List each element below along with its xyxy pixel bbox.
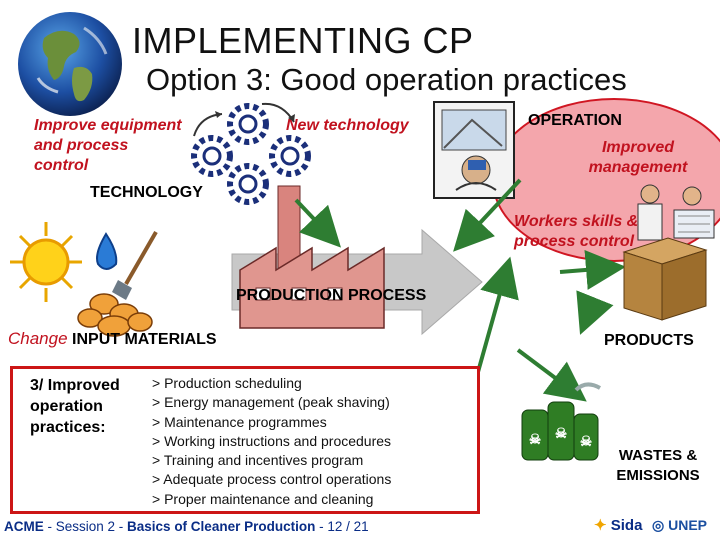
practice-item: > Maintenance programmes xyxy=(152,413,391,432)
input-materials-label: INPUT MATERIALS xyxy=(72,331,217,348)
change-word: Change xyxy=(8,329,68,348)
footer-session: - Session 2 - xyxy=(44,519,127,534)
practice-item: > Working instructions and procedures xyxy=(152,432,391,451)
sida-logo: ✦ Sida xyxy=(594,516,642,534)
unep-logo: ◎ UNEP xyxy=(652,517,707,534)
practices-heading: 3/ Improved operation practices: xyxy=(30,375,142,438)
footer-text: ACME - Session 2 - Basics of Cleaner Pro… xyxy=(4,519,369,534)
wastes-emissions-label: WASTES & EMISSIONS xyxy=(602,446,714,486)
unep-logo-mark: ◎ xyxy=(652,517,664,533)
waste-barrels-icon: ☠ ☠ ☠ xyxy=(516,380,606,476)
product-box-icon xyxy=(614,228,710,324)
practices-list: > Production scheduling > Energy managem… xyxy=(152,374,391,509)
svg-text:☠: ☠ xyxy=(555,425,568,441)
practice-item: > Training and incentives program xyxy=(152,451,391,470)
sida-logo-mark: ✦ xyxy=(594,517,607,534)
footer-course: Basics of Cleaner Production xyxy=(127,519,315,534)
practice-item: > Proper maintenance and cleaning xyxy=(152,490,391,509)
sida-logo-text: Sida xyxy=(611,517,643,534)
input-materials-caption: Change INPUT MATERIALS xyxy=(8,329,217,349)
svg-text:☠: ☠ xyxy=(580,433,593,449)
svg-text:☠: ☠ xyxy=(529,431,542,447)
practice-item: > Production scheduling xyxy=(152,374,391,393)
practice-item: > Adequate process control operations xyxy=(152,470,391,489)
footer-page: - 12 / 21 xyxy=(315,519,368,534)
products-label: PRODUCTS xyxy=(604,332,694,350)
practice-item: > Energy management (peak shaving) xyxy=(152,393,391,412)
unep-logo-text: UNEP xyxy=(668,517,707,533)
footer-org: ACME xyxy=(4,519,44,534)
